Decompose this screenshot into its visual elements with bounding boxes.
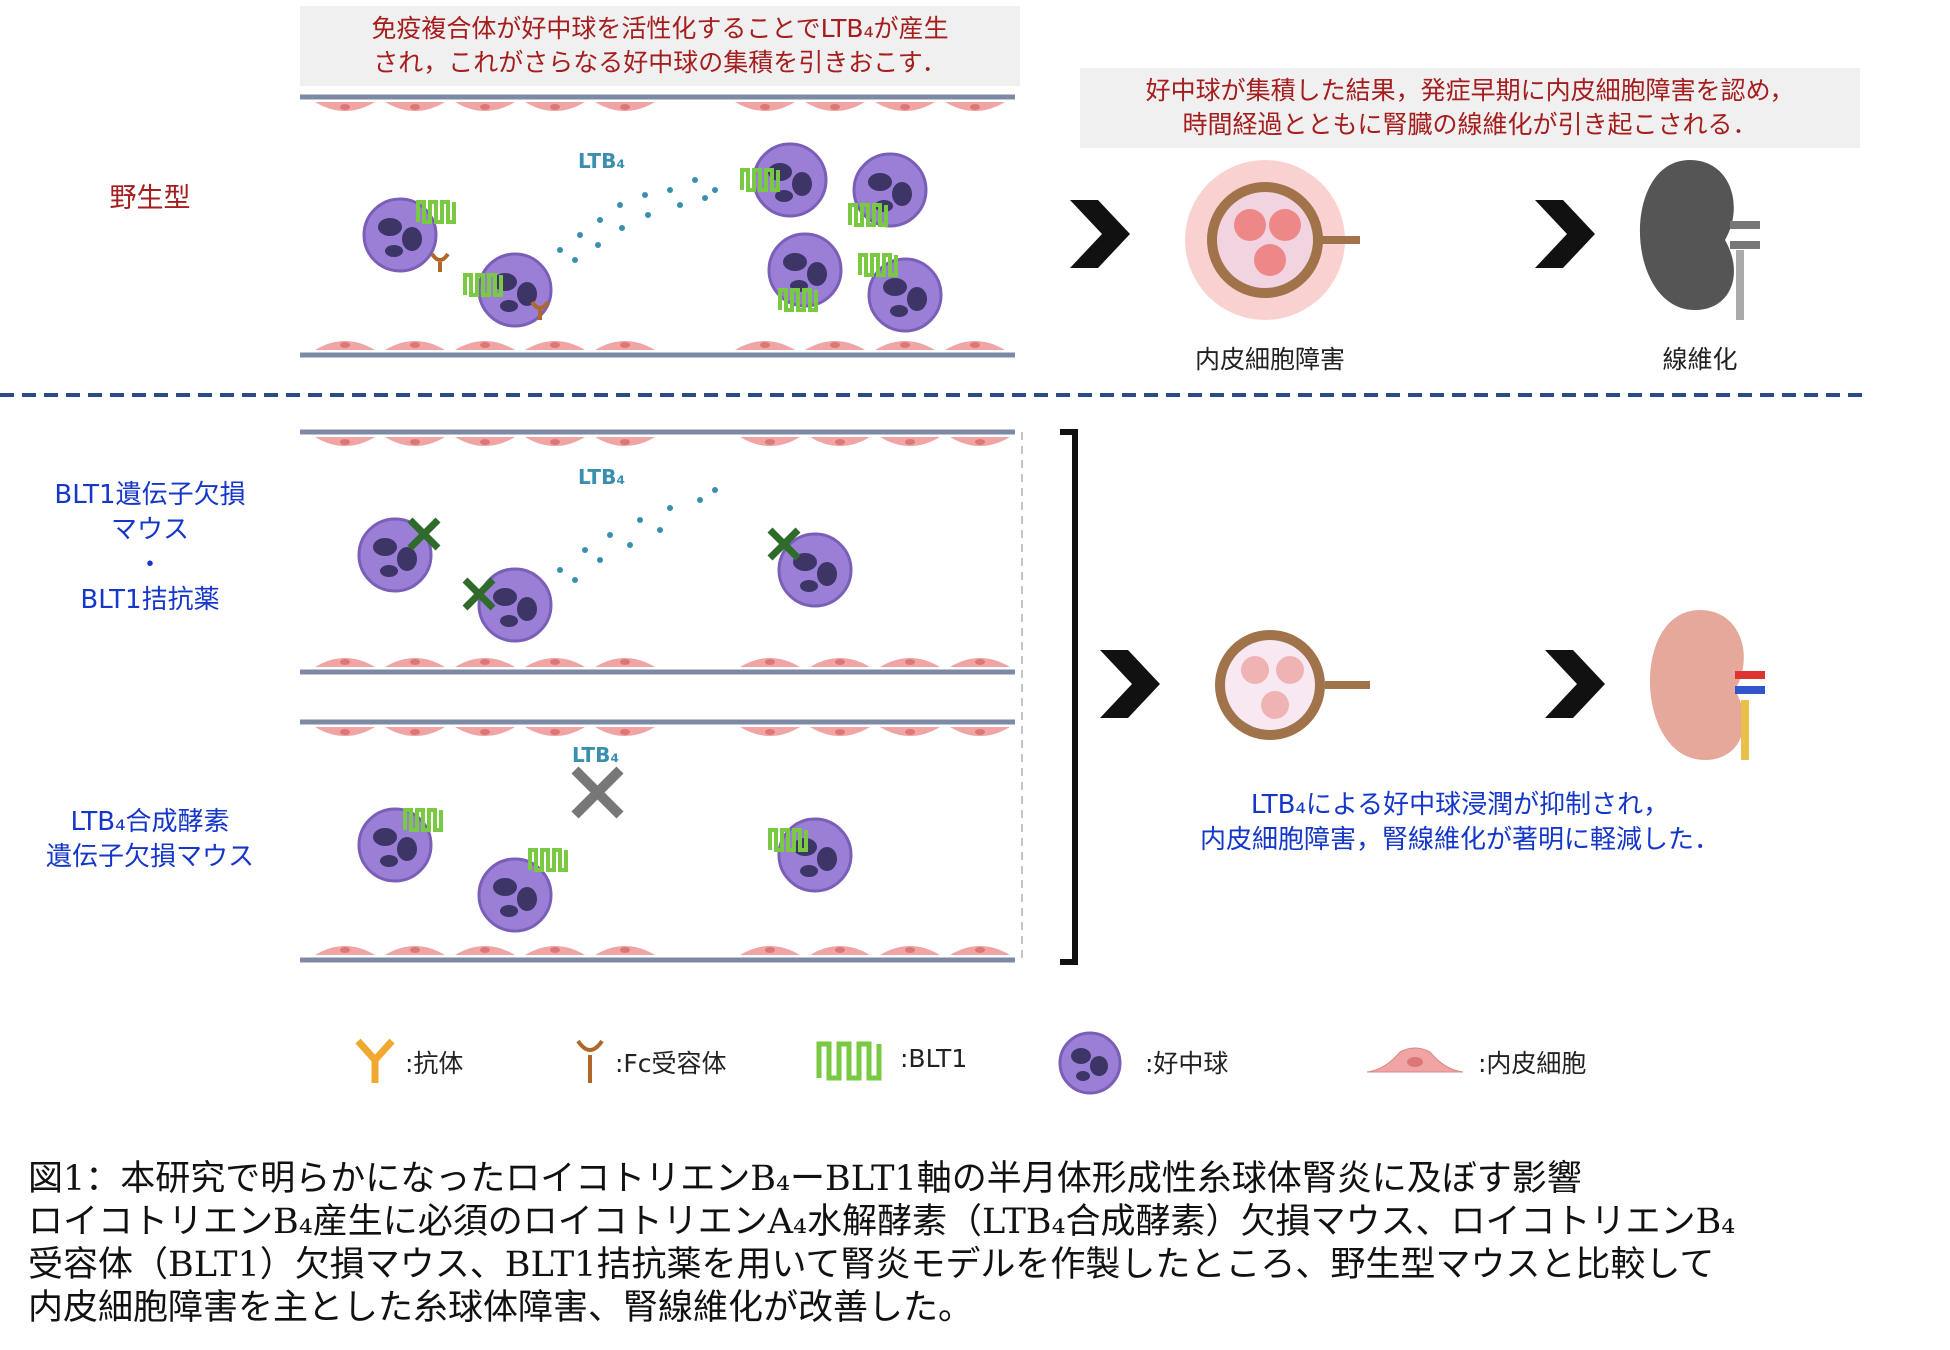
damaged-glomerulus-icon (1185, 160, 1360, 320)
label-line: BLT1拮抗薬 (80, 585, 220, 615)
endothelial-cell-icon (1366, 1047, 1464, 1073)
legend-label: :内皮細胞 (1478, 1049, 1587, 1078)
result-line: LTB₄による好中球浸潤が抑制され， (1250, 790, 1670, 820)
legend-label: :好中球 (1145, 1049, 1229, 1078)
legend-label: :Fc受容体 (615, 1049, 727, 1078)
wildtype-label: 野生型 (109, 183, 191, 214)
label-line: 遺伝子欠損マウス (45, 842, 254, 872)
label-line: LTB₄合成酵素 (70, 807, 230, 837)
label-line: BLT1遺伝子欠損 (54, 480, 246, 510)
ltb4-label: LTB₄ (578, 149, 625, 173)
figure-caption: 図1：本研究で明らかになったロイコトリエンB₄ーBLT1軸の半月体形成性糸球体腎… (28, 1158, 1928, 1330)
blt1-deficient-panel: LTB₄ (300, 429, 1015, 675)
blt1-deficient-label: BLT1遺伝子欠損 マウス ・ BLT1拮抗薬 (20, 478, 280, 618)
note-line: され，これがさらなる好中球の集積を引きおこす． (373, 48, 947, 77)
fibrotic-kidney-icon (1639, 160, 1760, 320)
caption-title: 図1：本研究で明らかになったロイコトリエンB₄ーBLT1軸の半月体形成性糸球体腎… (28, 1159, 1582, 1199)
healthy-kidney-icon (1649, 610, 1765, 760)
ltb4-label: LTB₄ (578, 465, 625, 489)
caption-line: ロイコトリエンB₄産生に必須のロイコトリエンA₄水解酵素（LTB₄合成酵素）欠損… (28, 1202, 1736, 1242)
blocked-x-icon (571, 766, 624, 819)
label-line: ・ (136, 550, 163, 580)
label-line: マウス (110, 515, 189, 545)
endothelial-damage-label: 内皮細胞障害 (1194, 345, 1345, 374)
wildtype-panel: LTB₄ (300, 94, 1015, 358)
note-line: 時間経過とともに腎臓の線維化が引き起こされる． (1182, 110, 1758, 139)
result-line: 内皮細胞障害，腎線維化が著明に軽減した． (1199, 825, 1720, 855)
blt1-icon (816, 1041, 882, 1081)
arrow-icon (1535, 200, 1595, 268)
arrow-icon (1070, 200, 1130, 268)
blocked-receptor-icon (407, 517, 801, 611)
diagram-graphics: LTB₄ LTB₄ LTB₄ (0, 94, 1870, 965)
arrow-icon (1545, 650, 1605, 718)
fc-receptor-icon (576, 1039, 604, 1083)
ltb4-synthase-deficient-label: LTB₄合成酵素 遺伝子欠損マウス (20, 805, 280, 875)
healthy-glomerulus-icon (1215, 630, 1370, 740)
neutrophil-icon (1058, 1031, 1122, 1095)
ltb4-particles (557, 177, 718, 263)
wildtype-outcome-note: 好中球が集積した結果，発症早期に内皮細胞障害を認め， 時間経過とともに腎臓の線維… (1080, 68, 1860, 148)
result-note: LTB₄による好中球浸潤が抑制され， 内皮細胞障害，腎線維化が著明に軽減した． (1110, 788, 1810, 858)
note-line: 好中球が集積した結果，発症早期に内皮細胞障害を認め， (1145, 76, 1795, 105)
bracket (1060, 429, 1078, 965)
caption-line: 内皮細胞障害を主とした糸球体障害、腎線維化が改善した。 (28, 1288, 974, 1328)
wildtype-mechanism-note: 免疫複合体が好中球を活性化することでLTB₄が産生 され，これがさらなる好中球の… (300, 6, 1020, 86)
ltb4-label: LTB₄ (572, 743, 619, 767)
antibody-icon (355, 1038, 395, 1083)
legend-label: :抗体 (405, 1049, 464, 1078)
note-line: 免疫複合体が好中球を活性化することでLTB₄が産生 (371, 14, 949, 43)
legend: :抗体 :Fc受容体 :BLT1 :好中球 :内皮細胞 (0, 1030, 1950, 1095)
caption-line: 受容体（BLT1）欠損マウス、BLT1拮抗薬を用いて腎炎モデルを作製したところ、… (28, 1245, 1715, 1285)
legend-label: :BLT1 (900, 1044, 968, 1073)
fibrosis-label: 線維化 (1662, 345, 1738, 374)
arrow-icon (1100, 650, 1160, 718)
ltb4-synthase-deficient-panel: LTB₄ (300, 719, 1015, 963)
